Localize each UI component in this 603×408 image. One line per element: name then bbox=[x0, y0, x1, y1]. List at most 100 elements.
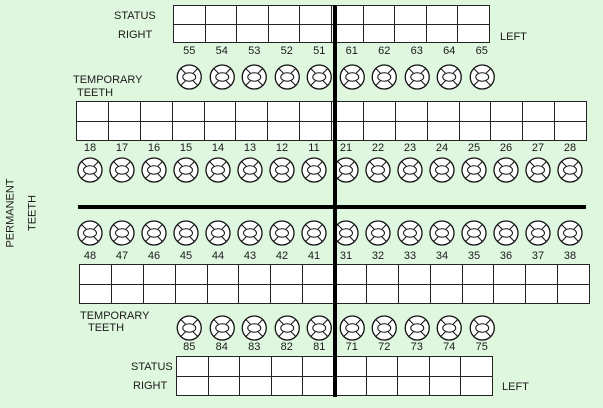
tooth-diagram-icon[interactable] bbox=[271, 64, 304, 90]
chart-cell[interactable] bbox=[558, 284, 590, 304]
chart-cell[interactable] bbox=[236, 121, 269, 141]
chart-cell[interactable] bbox=[461, 376, 493, 396]
chart-cell[interactable] bbox=[300, 102, 332, 122]
tooth-diagram-icon[interactable] bbox=[522, 157, 554, 183]
tooth-diagram-icon[interactable] bbox=[298, 220, 330, 246]
tooth-diagram-icon[interactable] bbox=[426, 220, 458, 246]
chart-cell[interactable] bbox=[140, 121, 173, 141]
chart-cell[interactable] bbox=[335, 284, 367, 304]
chart-cell[interactable] bbox=[268, 6, 301, 25]
tooth-diagram-icon[interactable] bbox=[401, 315, 434, 341]
chart-cell[interactable] bbox=[174, 6, 206, 25]
chart-cell[interactable] bbox=[205, 6, 238, 25]
tooth-diagram-icon[interactable] bbox=[266, 157, 298, 183]
tooth-diagram-icon[interactable] bbox=[234, 157, 266, 183]
tooth-diagram-icon[interactable] bbox=[138, 220, 170, 246]
chart-cell[interactable] bbox=[526, 265, 559, 285]
chart-cell[interactable] bbox=[494, 265, 527, 285]
chart-cell[interactable] bbox=[558, 265, 590, 285]
chart-cell[interactable] bbox=[208, 357, 241, 377]
chart-cell[interactable] bbox=[208, 376, 241, 396]
tooth-diagram-icon[interactable] bbox=[394, 220, 426, 246]
chart-cell[interactable] bbox=[429, 357, 462, 377]
tooth-diagram-icon[interactable] bbox=[458, 157, 490, 183]
chart-cell[interactable] bbox=[108, 121, 141, 141]
chart-cell[interactable] bbox=[300, 6, 332, 25]
tooth-diagram-icon[interactable] bbox=[362, 220, 394, 246]
chart-cell[interactable] bbox=[271, 284, 304, 304]
chart-cell[interactable] bbox=[80, 284, 112, 304]
chart-cell[interactable] bbox=[77, 121, 109, 141]
tooth-diagram-icon[interactable] bbox=[234, 220, 266, 246]
tooth-diagram-icon[interactable] bbox=[522, 220, 554, 246]
chart-cell[interactable] bbox=[172, 102, 205, 122]
chart-cell[interactable] bbox=[398, 376, 430, 396]
chart-cell[interactable] bbox=[458, 24, 490, 43]
chart-cell[interactable] bbox=[140, 102, 173, 122]
tooth-diagram-icon[interactable] bbox=[458, 220, 490, 246]
chart-cell[interactable] bbox=[395, 102, 428, 122]
chart-cell[interactable] bbox=[175, 284, 208, 304]
tooth-diagram-icon[interactable] bbox=[466, 315, 499, 341]
chart-cell[interactable] bbox=[366, 376, 399, 396]
chart-cell[interactable] bbox=[237, 24, 269, 43]
chart-cell[interactable] bbox=[271, 265, 304, 285]
chart-cell[interactable] bbox=[332, 24, 364, 43]
tooth-diagram-icon[interactable] bbox=[368, 315, 401, 341]
chart-cell[interactable] bbox=[303, 357, 335, 377]
chart-cell[interactable] bbox=[237, 6, 269, 25]
chart-cell[interactable] bbox=[240, 357, 272, 377]
tooth-diagram-icon[interactable] bbox=[490, 220, 522, 246]
tooth-diagram-icon[interactable] bbox=[330, 220, 362, 246]
chart-cell[interactable] bbox=[271, 357, 304, 377]
tooth-diagram-icon[interactable] bbox=[74, 220, 106, 246]
tooth-diagram-icon[interactable] bbox=[74, 157, 106, 183]
chart-cell[interactable] bbox=[555, 102, 587, 122]
chart-cell[interactable] bbox=[239, 284, 272, 304]
chart-cell[interactable] bbox=[426, 24, 459, 43]
chart-cell[interactable] bbox=[526, 284, 559, 304]
tooth-diagram-icon[interactable] bbox=[368, 64, 401, 90]
chart-cell[interactable] bbox=[459, 121, 492, 141]
chart-cell[interactable] bbox=[363, 6, 396, 25]
tooth-diagram-icon[interactable] bbox=[433, 315, 466, 341]
chart-cell[interactable] bbox=[175, 265, 208, 285]
chart-cell[interactable] bbox=[335, 265, 367, 285]
chart-cell[interactable] bbox=[300, 121, 332, 141]
chart-cell[interactable] bbox=[177, 357, 209, 377]
tooth-diagram-icon[interactable] bbox=[206, 64, 239, 90]
chart-cell[interactable] bbox=[491, 102, 524, 122]
chart-cell[interactable] bbox=[172, 121, 205, 141]
tooth-diagram-icon[interactable] bbox=[106, 157, 138, 183]
tooth-diagram-icon[interactable] bbox=[336, 64, 369, 90]
tooth-diagram-icon[interactable] bbox=[138, 157, 170, 183]
tooth-diagram-icon[interactable] bbox=[426, 157, 458, 183]
chart-cell[interactable] bbox=[207, 284, 240, 304]
chart-cell[interactable] bbox=[204, 102, 237, 122]
chart-cell[interactable] bbox=[462, 265, 495, 285]
chart-cell[interactable] bbox=[458, 6, 490, 25]
chart-cell[interactable] bbox=[398, 357, 430, 377]
tooth-diagram-icon[interactable] bbox=[106, 220, 138, 246]
chart-cell[interactable] bbox=[363, 102, 396, 122]
chart-cell[interactable] bbox=[239, 265, 272, 285]
chart-cell[interactable] bbox=[303, 265, 335, 285]
chart-cell[interactable] bbox=[268, 121, 301, 141]
chart-cell[interactable] bbox=[300, 24, 332, 43]
tooth-diagram-icon[interactable] bbox=[206, 315, 239, 341]
tooth-diagram-icon[interactable] bbox=[336, 315, 369, 341]
chart-cell[interactable] bbox=[523, 102, 556, 122]
chart-cell[interactable] bbox=[77, 102, 109, 122]
tooth-diagram-icon[interactable] bbox=[173, 315, 206, 341]
chart-cell[interactable] bbox=[462, 284, 495, 304]
chart-cell[interactable] bbox=[303, 284, 335, 304]
tooth-diagram-icon[interactable] bbox=[173, 64, 206, 90]
chart-cell[interactable] bbox=[398, 265, 431, 285]
chart-cell[interactable] bbox=[363, 121, 396, 141]
chart-cell[interactable] bbox=[174, 24, 206, 43]
chart-cell[interactable] bbox=[207, 265, 240, 285]
chart-cell[interactable] bbox=[555, 121, 587, 141]
chart-cell[interactable] bbox=[268, 102, 301, 122]
tooth-diagram-icon[interactable] bbox=[394, 157, 426, 183]
tooth-diagram-icon[interactable] bbox=[401, 64, 434, 90]
